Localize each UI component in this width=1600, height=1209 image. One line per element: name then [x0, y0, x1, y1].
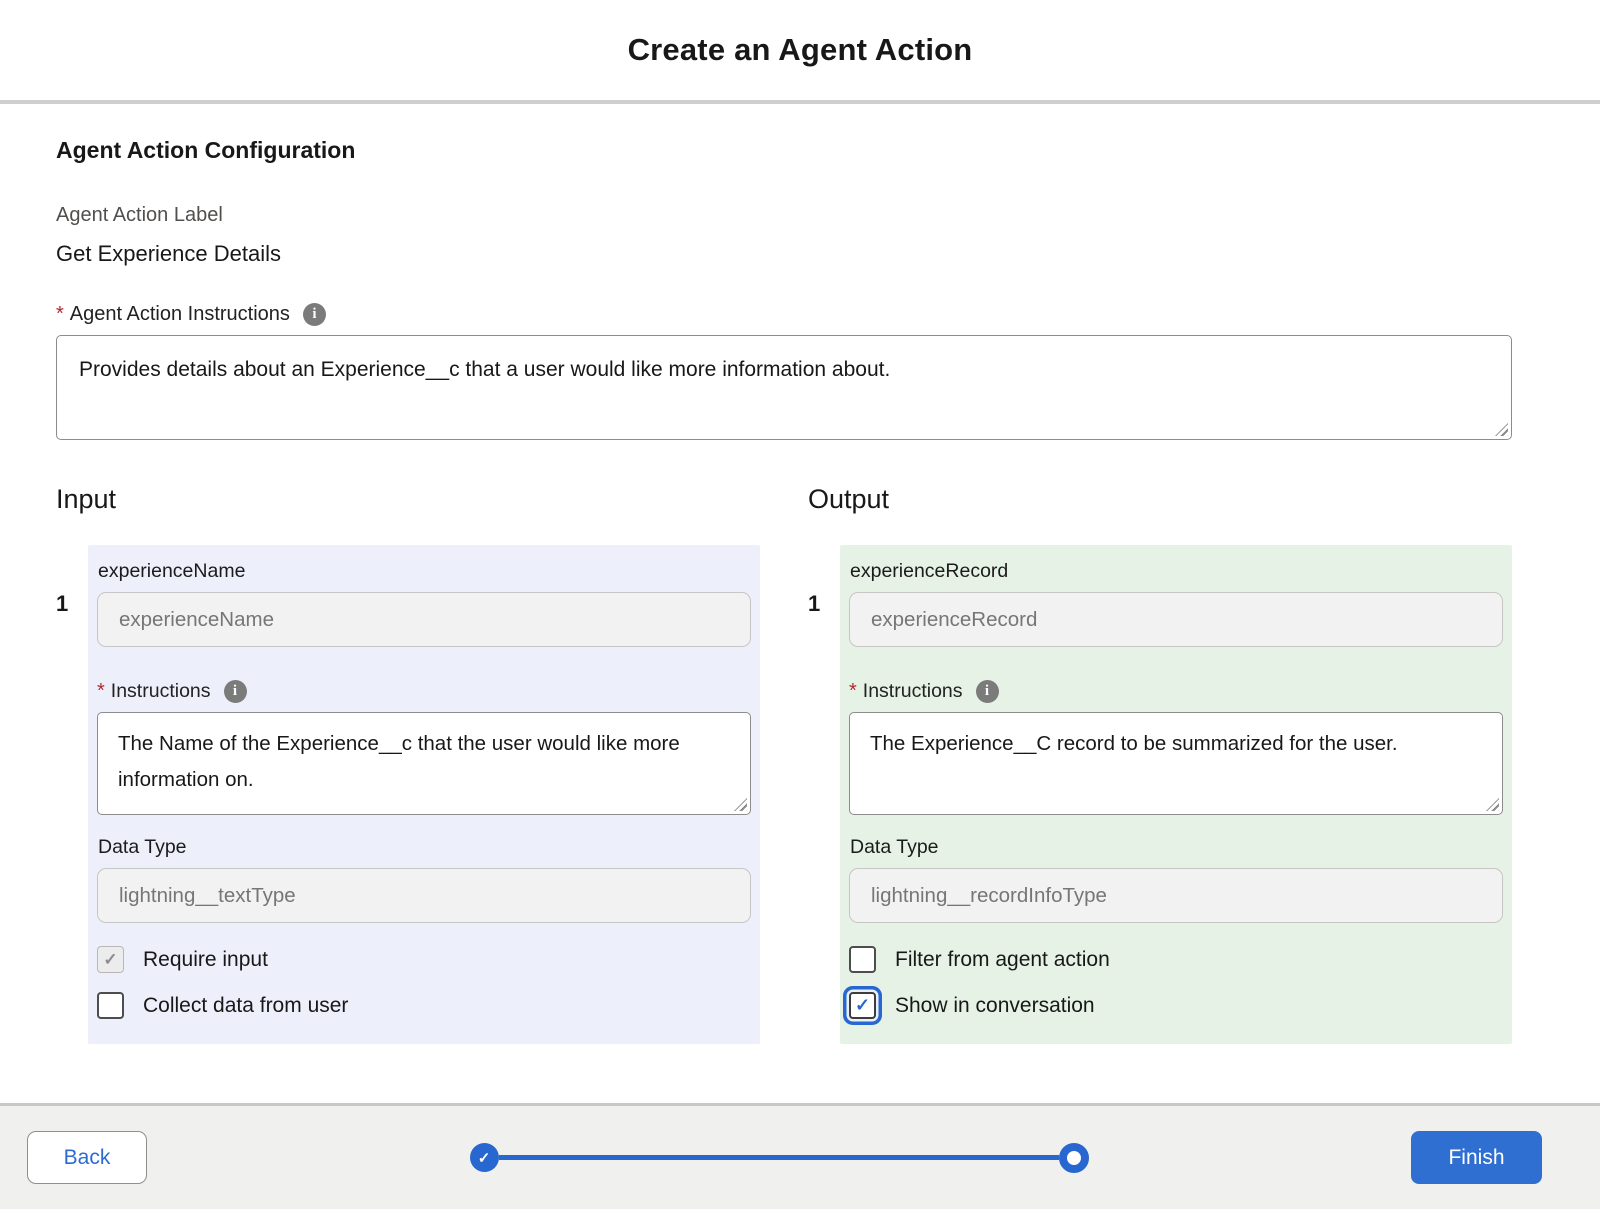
resize-handle-icon[interactable] — [1486, 798, 1499, 811]
agent-action-instructions-label-row: * Agent Action Instructions — [56, 303, 1512, 326]
show-in-conversation-label: Show in conversation — [895, 993, 1095, 1017]
progress-step-current-ring-icon — [1058, 1142, 1089, 1173]
require-input-row: Require input — [97, 946, 751, 973]
collect-data-label: Collect data from user — [143, 993, 349, 1017]
input-instructions-textarea[interactable]: The Name of the Experience__c that the u… — [97, 712, 751, 815]
require-input-checkbox — [97, 946, 124, 973]
output-column: Output 1 experienceRecord experienceReco… — [808, 484, 1512, 1044]
filter-from-agent-action-row: Filter from agent action — [849, 946, 1503, 973]
modal-body: Agent Action Configuration Agent Action … — [0, 137, 1600, 1044]
input-heading: Input — [56, 484, 117, 514]
modal-footer: Back Finish — [0, 1103, 1600, 1209]
modal-header: Create an Agent Action — [0, 0, 1600, 104]
output-instructions-label-row: * Instructions — [849, 680, 1503, 703]
required-asterisk: * — [97, 680, 105, 702]
input-param-panel: experienceName experienceName * Instruct… — [88, 545, 760, 1044]
agent-action-instructions-label: Agent Action Instructions — [69, 303, 290, 325]
input-output-columns: Input 1 experienceName experienceName * … — [56, 484, 1512, 1044]
input-param-name-field: experienceName — [97, 592, 751, 647]
output-instructions-text: The Experience__C record to be summarize… — [870, 732, 1398, 755]
input-param-name-value: experienceName — [119, 607, 274, 631]
modal-title: Create an Agent Action — [627, 32, 973, 67]
filter-from-agent-action-label: Filter from agent action — [895, 947, 1110, 971]
required-asterisk: * — [849, 680, 857, 702]
info-icon[interactable] — [302, 303, 326, 326]
resize-handle-icon[interactable] — [1495, 423, 1508, 436]
input-instructions-label-row: * Instructions — [97, 680, 751, 703]
progress-indicator — [177, 1142, 1381, 1173]
collect-data-checkbox[interactable] — [97, 992, 124, 1019]
input-instructions-text: The Name of the Experience__c that the u… — [118, 732, 680, 791]
output-instructions-textarea[interactable]: The Experience__C record to be summarize… — [849, 712, 1503, 815]
input-data-type-value: lightning__textType — [119, 883, 296, 907]
input-param-name-label: experienceName — [98, 560, 246, 582]
output-param-row: 1 experienceRecord experienceRecord * In… — [808, 545, 1512, 1044]
input-param-row: 1 experienceName experienceName * Instru… — [56, 545, 760, 1044]
output-param-number: 1 — [808, 591, 821, 616]
agent-action-instructions-text: Provides details about an Experience__c … — [79, 358, 891, 381]
finish-button[interactable]: Finish — [1411, 1131, 1542, 1184]
input-instructions-label: Instructions — [110, 680, 211, 702]
section-heading: Agent Action Configuration — [56, 137, 356, 163]
info-icon[interactable] — [975, 680, 999, 703]
output-param-name-label: experienceRecord — [850, 560, 1009, 582]
output-instructions-label: Instructions — [862, 680, 963, 702]
back-button[interactable]: Back — [27, 1131, 147, 1184]
collect-data-row: Collect data from user — [97, 992, 751, 1019]
input-data-type-label: Data Type — [98, 836, 187, 858]
output-data-type-field: lightning__recordInfoType — [849, 868, 1503, 923]
input-column: Input 1 experienceName experienceName * … — [56, 484, 760, 1044]
output-param-name-value: experienceRecord — [871, 607, 1038, 631]
required-asterisk: * — [56, 303, 64, 325]
progress-step-completed-check-icon — [469, 1143, 499, 1172]
require-input-label: Require input — [143, 947, 268, 971]
filter-from-agent-action-checkbox[interactable] — [849, 946, 876, 973]
input-param-number: 1 — [56, 591, 69, 616]
agent-action-label-value: Get Experience Details — [56, 241, 281, 266]
output-param-name-field: experienceRecord — [849, 592, 1503, 647]
resize-handle-icon[interactable] — [734, 798, 747, 811]
show-in-conversation-checkbox[interactable] — [849, 992, 876, 1019]
output-data-type-value: lightning__recordInfoType — [871, 883, 1107, 907]
progress-connector-line — [498, 1155, 1059, 1160]
output-param-panel: experienceRecord experienceRecord * Inst… — [840, 545, 1512, 1044]
agent-action-label-label: Agent Action Label — [56, 204, 223, 226]
info-icon[interactable] — [223, 680, 247, 703]
output-data-type-label: Data Type — [850, 836, 939, 858]
input-data-type-field: lightning__textType — [97, 868, 751, 923]
output-heading: Output — [808, 484, 890, 514]
show-in-conversation-row: Show in conversation — [849, 992, 1503, 1019]
agent-action-instructions-textarea[interactable]: Provides details about an Experience__c … — [56, 335, 1512, 440]
